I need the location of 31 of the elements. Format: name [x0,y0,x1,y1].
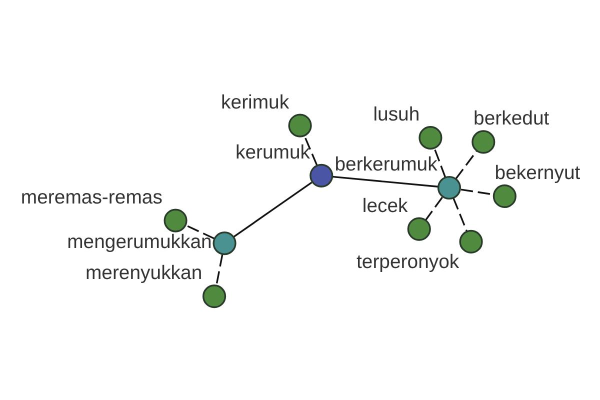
node-label: mengerumukkan [67,230,212,253]
node-circle [310,164,334,188]
connector [434,148,446,178]
node-label: terperonyok [356,251,460,274]
node-circle [459,230,483,254]
node-label: lecek [362,194,408,217]
node-circle [164,208,188,232]
connector [424,196,443,221]
node-circle [288,114,312,138]
node-label: kerimuk [221,91,290,114]
node-label: lusuh [373,104,420,126]
node-circle [437,176,462,200]
connector [452,198,468,232]
connector [186,224,215,240]
node-label: kerumuk [235,141,310,164]
connector [233,182,312,238]
node-circle [418,126,442,150]
connector [304,136,318,166]
connector [455,150,478,180]
node-circle [202,284,226,308]
node-label: berkerumuk [334,153,438,176]
node-circle [492,184,516,208]
node-label: berkedut [474,108,550,130]
node-label: merenyukkan [85,262,202,284]
node-circle [472,130,496,154]
node-circle [212,232,236,256]
connector [216,254,224,286]
node-label: meremas-remas [20,186,162,208]
connector [332,176,438,188]
node-circle [407,217,431,241]
node-label: bekernyut [494,162,580,184]
